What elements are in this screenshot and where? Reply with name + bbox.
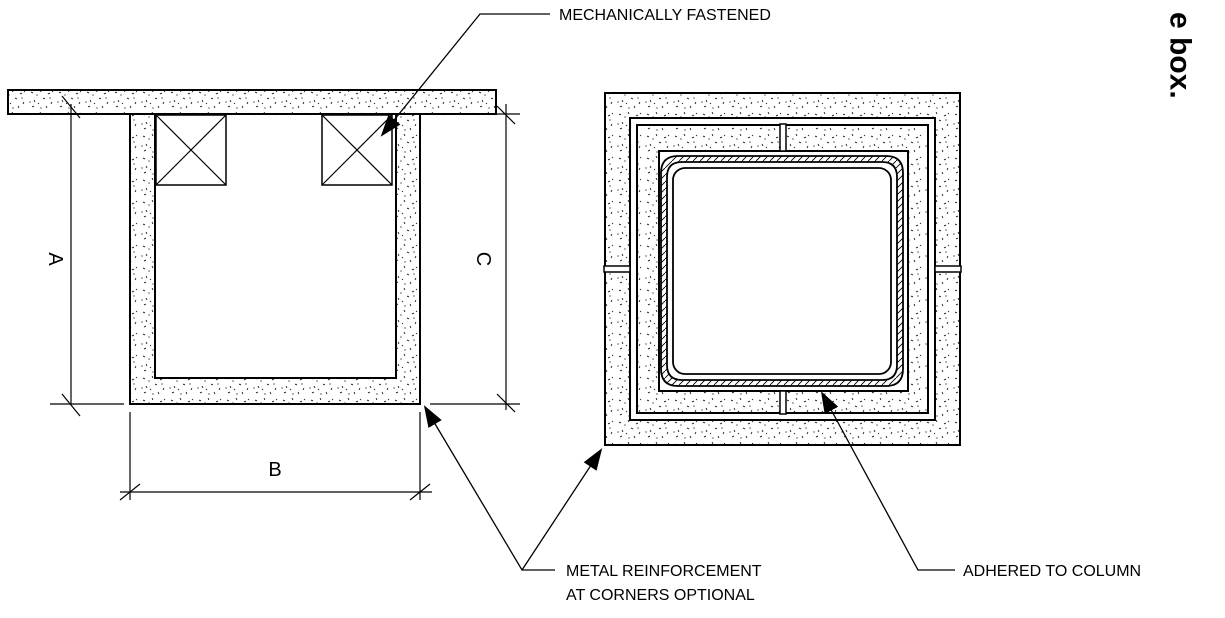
nailing-block-left (155, 114, 227, 186)
board-enclosure (129, 113, 421, 405)
label-mechanically-fastened: MECHANICALLY FASTENED (559, 7, 771, 24)
label-metal-reinforcement-line1: METAL REINFORCEMENT (566, 563, 762, 580)
dimension-c (430, 104, 520, 413)
leader-lines (380, 13, 955, 571)
dimension-b-label: B (268, 459, 281, 481)
label-metal-reinforcement-line2: AT CORNERS OPTIONAL (566, 587, 755, 604)
steel-column (660, 155, 904, 387)
dimension-c-label: C (472, 252, 494, 266)
side-text-fragment: e box. (1164, 12, 1197, 99)
nailing-block-right (321, 114, 393, 186)
outer-board-layer (604, 92, 961, 446)
inner-board-layer (636, 124, 929, 414)
label-adhered-to-column: ADHERED TO COLUMN (963, 563, 1141, 580)
column-detail (603, 92, 962, 446)
dimension-a (50, 95, 128, 417)
top-slab (7, 89, 497, 115)
dimension-a-label: A (44, 252, 66, 266)
dimension-b (119, 412, 432, 501)
